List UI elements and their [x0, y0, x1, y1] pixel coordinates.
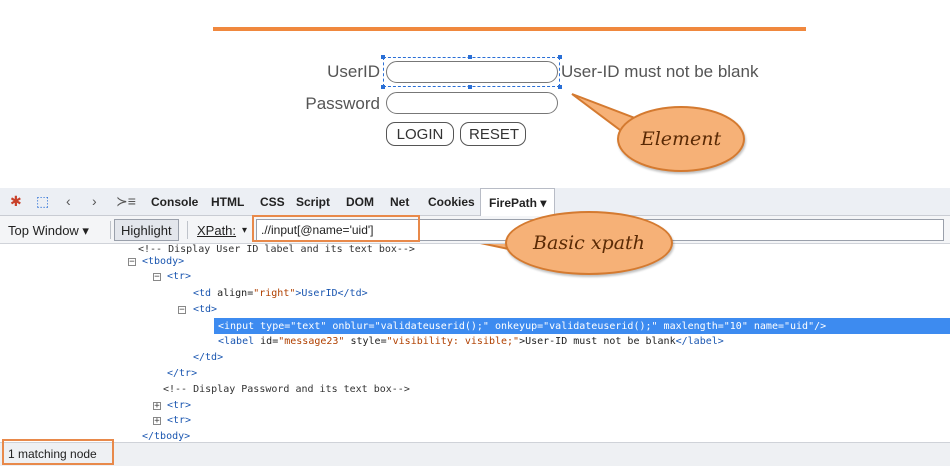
code-tag: >UserID</td>: [295, 288, 368, 299]
code-tag: <tr>: [167, 271, 192, 282]
password-input[interactable]: [386, 92, 558, 114]
code-tag: </tr>: [167, 368, 198, 379]
firepath-bar: Top Window ▾ Highlight XPath: ▾: [0, 216, 950, 244]
expand-toggle[interactable]: +: [153, 401, 161, 411]
xpath-callout: Basic xpath: [505, 211, 673, 275]
separator: [110, 221, 111, 239]
code-line-tbody[interactable]: <tbody>: [142, 254, 184, 269]
code-value: "10": [723, 321, 748, 332]
tab-cookies[interactable]: Cookies: [428, 195, 475, 209]
login-button[interactable]: LOGIN: [386, 122, 454, 146]
code-line-td-userid[interactable]: <td align="right">UserID</td>: [193, 286, 368, 301]
collapse-toggle[interactable]: −: [178, 305, 186, 315]
code-text: >User-ID must not be blank: [519, 336, 676, 347]
highlight-handle: [558, 55, 562, 59]
firebug-icon[interactable]: ✱: [10, 193, 22, 209]
code-tag: <tr>: [167, 415, 192, 426]
xpath-label: XPath:: [197, 223, 237, 238]
code-tag: <tr>: [167, 400, 192, 411]
forward-arrow-icon[interactable]: ›: [92, 193, 97, 209]
tab-net[interactable]: Net: [390, 195, 410, 209]
highlight-handle: [468, 85, 472, 89]
highlight-handle: [381, 85, 385, 89]
code-tag: </tbody>: [142, 431, 191, 442]
code-value: "validateuserid();": [543, 321, 658, 332]
code-attr: maxlength=: [657, 321, 724, 332]
top-window-dropdown[interactable]: Top Window ▾: [8, 223, 89, 238]
separator: [187, 221, 188, 239]
code-line-tr-close[interactable]: </tr>: [167, 366, 197, 381]
collapse-toggle[interactable]: −: [128, 257, 136, 267]
element-callout-text: Element: [640, 128, 722, 150]
code-attr: onblur=: [326, 321, 375, 332]
code-attr: style=: [344, 336, 387, 347]
tab-css[interactable]: CSS: [260, 195, 285, 209]
highlight-handle: [558, 85, 562, 89]
html-tree-panel: <!-- Display User ID label and its text …: [0, 244, 950, 442]
code-value: "validateuserid();": [374, 321, 489, 332]
expand-toggle[interactable]: +: [153, 416, 161, 426]
command-line-icon[interactable]: ≻≡: [116, 193, 136, 209]
code-attr: type=: [260, 321, 291, 332]
code-line-tbody-close[interactable]: </tbody>: [142, 429, 190, 444]
code-value: "text": [290, 321, 327, 332]
code-tag: <td: [193, 288, 218, 299]
matching-node-count: 1 matching node: [8, 447, 97, 461]
userid-label: UserID: [327, 62, 380, 81]
highlight-handle: [468, 55, 472, 59]
code-tag: </td>: [193, 352, 224, 363]
selected-node-row[interactable]: <input type="text" onblur="validateuseri…: [214, 318, 950, 334]
code-tag: <td>: [193, 304, 218, 315]
highlight-handle: [381, 55, 385, 59]
orange-divider: [213, 27, 806, 31]
code-line-tr[interactable]: <tr>: [167, 398, 191, 413]
tab-dom[interactable]: DOM: [346, 195, 374, 209]
code-line-label[interactable]: <label id="message23" style="visibility:…: [218, 334, 724, 349]
code-attr: onkeyup=: [488, 321, 544, 332]
code-value: "right": [253, 288, 296, 299]
code-comment: <!-- Display User ID label and its text …: [138, 244, 415, 255]
tab-html[interactable]: HTML: [211, 195, 245, 209]
code-attr: id=: [260, 336, 279, 347]
code-tag: <tbody>: [142, 256, 185, 267]
code-line-tr[interactable]: <tr>: [167, 413, 191, 428]
inspect-pointer-icon[interactable]: ⬚: [36, 193, 50, 209]
code-attr: align=: [217, 288, 254, 299]
userid-error-message: User-ID must not be blank: [561, 62, 759, 81]
code-value: "message23": [278, 336, 345, 347]
back-arrow-icon[interactable]: ‹: [66, 193, 71, 209]
xpath-callout-text: Basic xpath: [533, 232, 645, 254]
code-comment: <!-- Display Password and its text box--…: [163, 384, 410, 395]
highlight-button[interactable]: Highlight: [114, 219, 179, 241]
devtools-toolbar: ✱ ⬚ ‹ › ≻≡ Console HTML CSS Script DOM N…: [0, 188, 950, 216]
element-callout: Element: [617, 106, 745, 172]
tab-firepath[interactable]: FirePath ▾: [480, 188, 556, 216]
status-bar: 1 matching node: [0, 442, 950, 466]
xpath-type-dropdown[interactable]: ▾: [242, 225, 248, 236]
code-line-td-close[interactable]: </td>: [193, 350, 223, 365]
reset-button[interactable]: RESET: [460, 122, 526, 146]
code-line-tr[interactable]: <tr>: [167, 269, 191, 284]
userid-input[interactable]: [386, 61, 558, 83]
code-attr: name=: [747, 321, 784, 332]
code-tag: <input: [218, 321, 261, 332]
password-label: Password: [305, 94, 380, 113]
code-tag: />: [814, 321, 827, 332]
code-tag: <label: [218, 336, 261, 347]
code-tag: </label>: [675, 336, 724, 347]
tab-script[interactable]: Script: [296, 195, 331, 209]
code-line-input-uid[interactable]: <input type="text" onblur="validateuseri…: [218, 319, 826, 334]
tab-console[interactable]: Console: [151, 195, 199, 209]
code-value: "visibility: visible;": [386, 336, 520, 347]
collapse-toggle[interactable]: −: [153, 272, 161, 282]
code-line-td[interactable]: <td>: [193, 302, 217, 317]
code-value: "uid": [783, 321, 815, 332]
